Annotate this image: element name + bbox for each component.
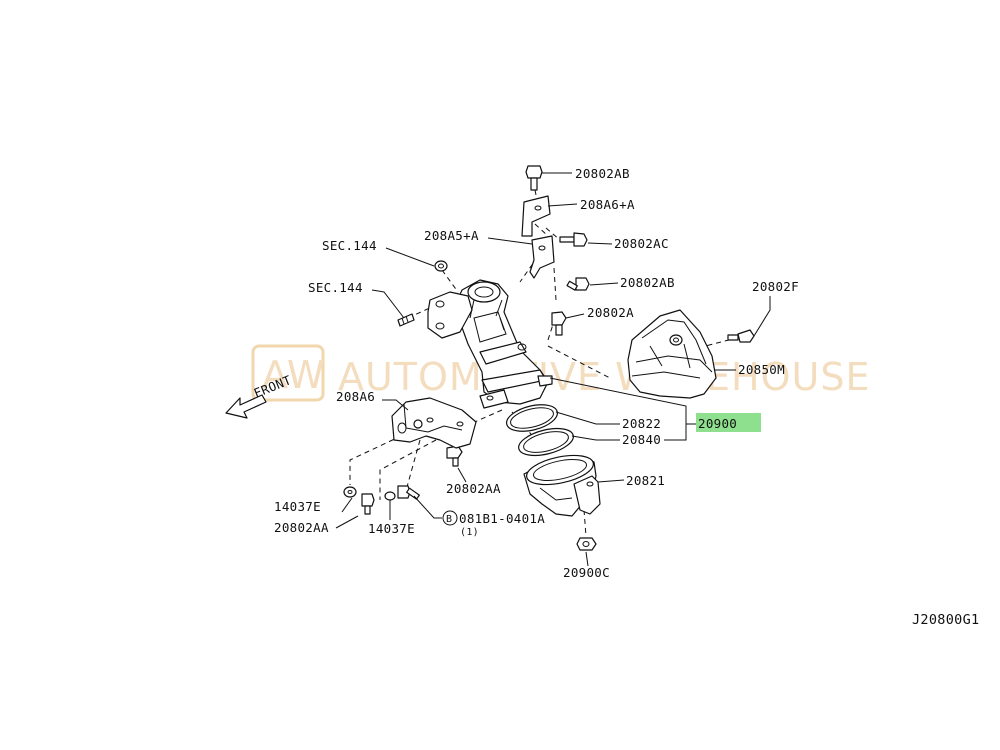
outlet-pipe-20821	[523, 454, 601, 517]
label-20850m: 20850M	[738, 362, 785, 377]
label-bolt-qty: (1)	[460, 527, 479, 538]
label-14037e-mid: 14037E	[368, 521, 415, 536]
gasket-20822	[506, 404, 558, 432]
label-14037e-left: 14037E	[274, 499, 321, 514]
heat-shield-20850m	[627, 309, 717, 399]
bolt-20802aa-mid	[446, 445, 463, 467]
bolt-20802a	[551, 311, 567, 336]
label-20900: 20900	[698, 416, 737, 431]
label-20802aa-mid: 20802AA	[446, 481, 501, 496]
watermark-logo-box	[251, 344, 325, 402]
nut-sec144-upper	[434, 260, 448, 272]
label-208a5-plus-a: 208A5+A	[424, 228, 479, 243]
washer-14037e-mid	[384, 491, 396, 501]
washer-14037e-left	[343, 486, 357, 498]
bolt-081b1	[397, 485, 420, 500]
label-20802a: 20802A	[587, 305, 634, 320]
label-20802f: 20802F	[752, 279, 799, 294]
bracket-208a5-plus-a	[529, 235, 555, 279]
label-208a6: 208A6	[336, 389, 375, 404]
gasket-20840	[518, 427, 574, 457]
label-sec144-upper: SEC.144	[322, 238, 377, 253]
front-arrow-icon	[225, 394, 267, 419]
bracket-208a6	[391, 397, 477, 449]
circle-b-marker	[442, 510, 458, 526]
label-20802ac: 20802AC	[614, 236, 669, 251]
bolt-20802ac	[559, 232, 588, 247]
label-20840: 20840	[622, 432, 661, 447]
catalytic-converter	[427, 279, 553, 409]
bolt-20802ab-top	[525, 165, 543, 191]
part-labels: 20802AB 208A6+A 208A5+A 20802AC SEC.144 …	[274, 166, 979, 628]
label-20821: 20821	[626, 473, 665, 488]
leader-lines	[335, 172, 771, 567]
label-20822: 20822	[622, 416, 661, 431]
circle-b-letter: B	[446, 514, 452, 525]
nut-20900c	[576, 537, 597, 551]
label-20802aa-left: 20802AA	[274, 520, 329, 535]
label-20900c: 20900C	[563, 565, 610, 580]
label-20802ab-top: 20802AB	[575, 166, 630, 181]
bolt-20802aa-left	[361, 493, 375, 515]
diagram-id: J20800G1	[912, 612, 979, 628]
highlight-20900	[696, 413, 761, 432]
watermark-logo-text: AW	[262, 353, 326, 397]
watermark-text: AUTOMOTIVE WAREHOUSE	[338, 355, 870, 399]
label-20802ab-mid: 20802AB	[620, 275, 675, 290]
bolt-20802ab-mid	[566, 277, 590, 291]
bracket-208a6-plus-a	[521, 195, 551, 237]
stud-sec144-lower	[397, 313, 415, 327]
label-208a6-plus-a: 208A6+A	[580, 197, 635, 212]
label-sec144-lower: SEC.144	[308, 280, 363, 295]
bolt-20802f	[727, 329, 755, 343]
watermark: AW AUTOMOTIVE WAREHOUSE	[251, 344, 870, 402]
label-bolt-spec: 081B1-0401A	[459, 511, 545, 526]
